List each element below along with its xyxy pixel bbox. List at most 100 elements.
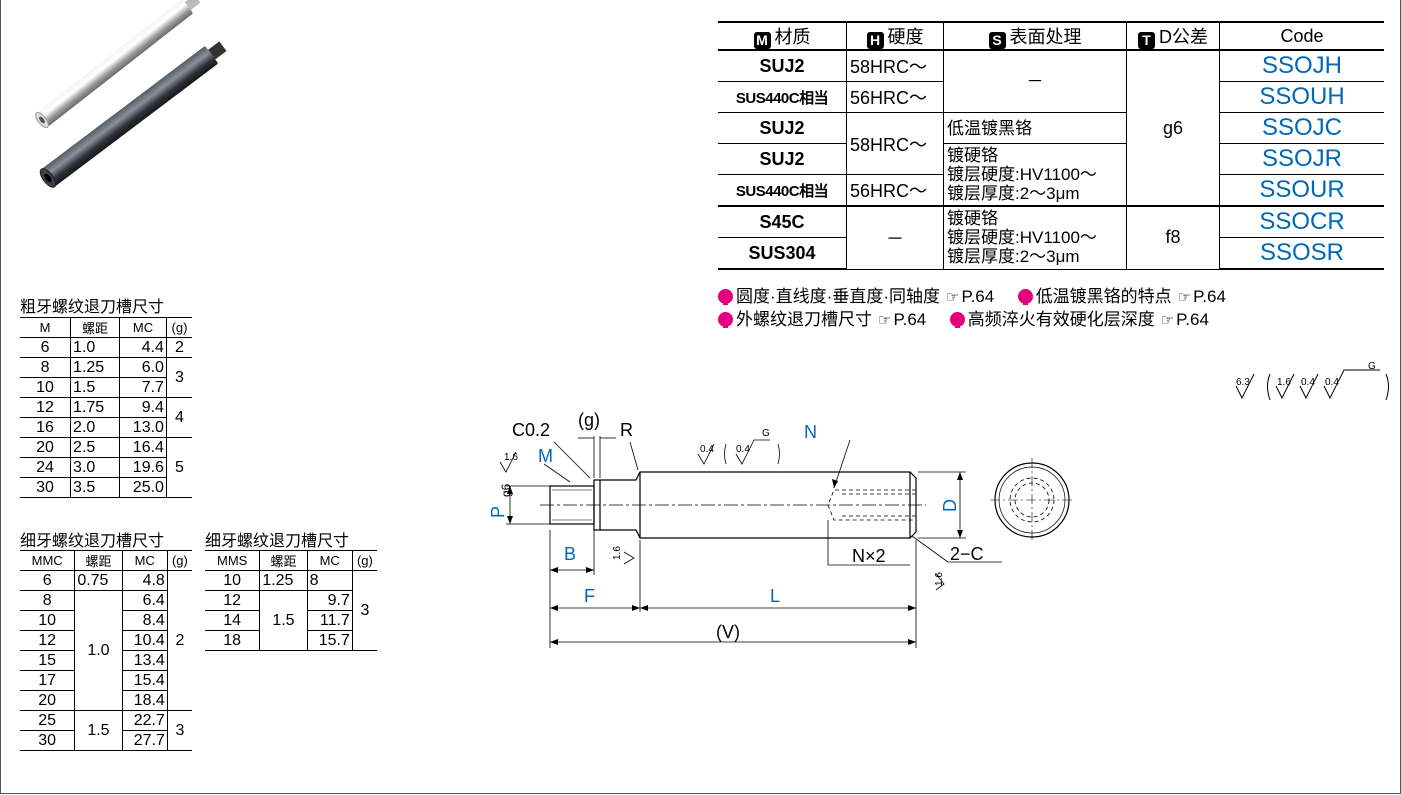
s-icon: S <box>988 32 1006 49</box>
label-m: M <box>538 446 553 466</box>
surface-line: 镀层厚度:2～3μm <box>947 184 1080 203</box>
hardness-cell: 58HRC～ <box>846 49 944 82</box>
code-link-ssocr[interactable]: SSOCR <box>1219 205 1384 238</box>
dimension-lines <box>506 436 1002 648</box>
note-ref[interactable]: P.64 <box>1176 310 1209 329</box>
surface-cell: 镀硬铬 镀层硬度:HV1100～ 镀层厚度:2～3μm <box>943 143 1127 207</box>
cell: 10 <box>20 377 72 398</box>
cell: 10 <box>205 570 261 591</box>
cell: 4 <box>165 397 192 438</box>
col-header: (g) <box>165 317 192 338</box>
code-link-ssojh[interactable]: SSOJH <box>1219 49 1384 82</box>
cell: 6 <box>20 570 76 591</box>
product-photo <box>35 0 227 188</box>
fine-table-title: 细牙螺纹退刀槽尺寸 <box>20 533 165 550</box>
col-header: 螺距 <box>74 550 123 571</box>
note-text[interactable]: 圆度·直线度·垂直度·同轴度 <box>736 287 940 306</box>
code-link-ssosr[interactable]: SSOSR <box>1219 237 1384 270</box>
material-cell: SUS440C相当 <box>718 174 847 207</box>
header-code: Code <box>1219 21 1384 51</box>
material-cell: SUJ2 <box>718 112 847 144</box>
notes-line-1: 圆度·直线度·垂直度·同轴度☞P.64 低温镀黑铬的特点☞P.64 <box>718 282 1226 307</box>
label-n: N <box>804 422 817 442</box>
label-p: P <box>488 506 508 518</box>
cell: 7.7 <box>119 377 167 398</box>
note-ref[interactable]: P.64 <box>1193 287 1226 306</box>
surface-line: 镀硬铬 <box>947 209 998 229</box>
cell: 1.5 <box>74 710 123 751</box>
roughness-value: 0.4 <box>1301 377 1315 388</box>
table-row: 17 15.4 <box>20 670 192 691</box>
cell: 1.5 <box>259 590 308 651</box>
pointing-hand-icon: ☞ <box>878 312 892 329</box>
code-link-ssojc[interactable]: SSOJC <box>1219 112 1384 144</box>
notes-line-2: 外螺纹退刀槽尺寸☞P.64 高频淬火有效硬化层深度☞P.64 <box>718 305 1209 330</box>
cell: 12 <box>20 630 76 651</box>
label-nx2: N×2 <box>852 546 886 566</box>
surface-line: 镀层厚度:2～3μm <box>947 247 1080 267</box>
tapped-hole <box>827 489 916 521</box>
cell: 17 <box>20 670 76 691</box>
col-header: MMC <box>20 550 75 571</box>
cell: 11.7 <box>306 610 353 631</box>
material-cell: SUS304 <box>718 237 847 270</box>
code-link-ssojr[interactable]: SSOJR <box>1219 143 1384 175</box>
hardness-cell: 56HRC～ <box>846 174 944 207</box>
silver-pin <box>35 0 201 129</box>
bulb-icon <box>718 312 733 328</box>
cell: 6.4 <box>121 590 168 611</box>
header-label: D公差 <box>1159 27 1208 47</box>
cell: 15.4 <box>121 670 168 691</box>
cell: 14 <box>205 610 261 631</box>
surface-cell: － <box>943 49 1127 113</box>
label-v: (V) <box>716 622 740 642</box>
code-link-ssour[interactable]: SSOUR <box>1219 174 1384 207</box>
material-cell: S45C <box>718 205 847 238</box>
roughness-label: 0.4 <box>700 444 714 455</box>
cell: 1.75 <box>70 397 121 418</box>
roughness-label: 1.6 <box>504 452 518 463</box>
surface-line: 镀层硬度:HV1100～ <box>947 165 1097 184</box>
roughness-value: 0.4 <box>1325 377 1339 388</box>
code-link-ssouh[interactable]: SSOUH <box>1219 81 1384 113</box>
roughness-legend: 6.3 1.6 0.4 0.4 G <box>1235 361 1389 401</box>
cell: 2 <box>165 337 192 358</box>
label-b: B <box>564 544 576 564</box>
tolerance-cell: g6 <box>1126 49 1220 207</box>
cell: 12 <box>20 397 72 418</box>
col-header: MC <box>119 317 167 338</box>
technical-drawing: C0.2 (g) R N M P g6 D B F L (V) N×2 2−C … <box>488 410 1074 648</box>
material-cell: SUJ2 <box>718 143 847 175</box>
roughness-g: G <box>762 428 770 439</box>
note-ref[interactable]: P.64 <box>893 310 927 329</box>
label-l: L <box>770 586 780 606</box>
t-icon: T <box>1138 32 1155 49</box>
col-header: 螺距 <box>70 317 120 338</box>
note-text[interactable]: 外螺纹退刀槽尺寸 <box>736 310 872 329</box>
roughness-g: G <box>1368 361 1376 372</box>
cell: 4.8 <box>121 570 168 591</box>
note-ref[interactable]: P.64 <box>961 287 995 306</box>
cell: 25 <box>20 710 76 731</box>
bulb-icon <box>949 312 965 328</box>
surface-line: 镀层硬度:HV1100～ <box>947 228 1097 248</box>
header-label: 硬度 <box>887 27 924 47</box>
roughness-label: 1.6 <box>612 546 623 560</box>
note-text[interactable]: 高频淬火有效硬化层深度 <box>967 310 1155 329</box>
cell: 16 <box>20 417 72 438</box>
cell: 15 <box>20 650 76 671</box>
note-text[interactable]: 低温镀黑铬的特点 <box>1035 287 1172 306</box>
cell: 25.0 <box>119 477 167 498</box>
bulb-icon <box>718 289 733 305</box>
hardness-cell: － <box>846 205 944 270</box>
